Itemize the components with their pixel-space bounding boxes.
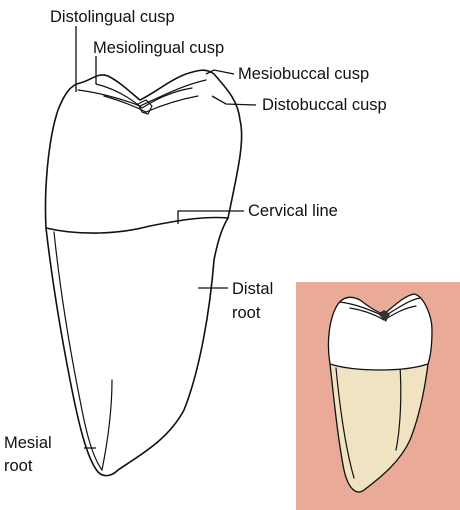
- label-cervical-line: Cervical line: [248, 202, 338, 220]
- label-distobuccal-cusp: Distobuccal cusp: [262, 96, 387, 114]
- central-fossa: [137, 99, 153, 115]
- tooth-line-drawing: [44, 69, 243, 477]
- crown-outline: [44, 69, 243, 229]
- cervical-line-curve: [45, 216, 229, 234]
- label-distal-root-line1: Distal: [232, 280, 273, 298]
- inset-root-contour-2: [395, 365, 402, 451]
- label-mesiobuccal-cusp: Mesiobuccal cusp: [238, 65, 369, 83]
- leader-distobuccal: [211, 95, 257, 106]
- root-furcation-contour: [101, 379, 113, 471]
- inset-illustration: [296, 282, 460, 510]
- leader-lines: [75, 26, 257, 449]
- inset-root-contour: [335, 367, 355, 479]
- inset-crown: [327, 293, 433, 371]
- label-distal-root-line2: root: [232, 304, 261, 322]
- inset-root: [329, 363, 429, 493]
- leader-cervical: [177, 210, 244, 224]
- inset-occlusal-fossa: [378, 310, 390, 322]
- label-mesiolingual-cusp: Mesiolingual cusp: [93, 39, 224, 57]
- mesial-root-contour: [53, 231, 103, 471]
- occlusal-ridge-2: [95, 83, 193, 109]
- leader-mesiobuccal: [205, 69, 235, 75]
- root-outline: [45, 217, 229, 477]
- diagram-labels: Distolingual cusp Mesiolingual cusp Mesi…: [4, 8, 387, 475]
- occlusal-ridge-3: [103, 95, 199, 113]
- label-distolingual-cusp: Distolingual cusp: [50, 8, 175, 26]
- label-mesial-root-line2: root: [4, 457, 33, 475]
- label-mesial-root-line1: Mesial: [4, 434, 52, 452]
